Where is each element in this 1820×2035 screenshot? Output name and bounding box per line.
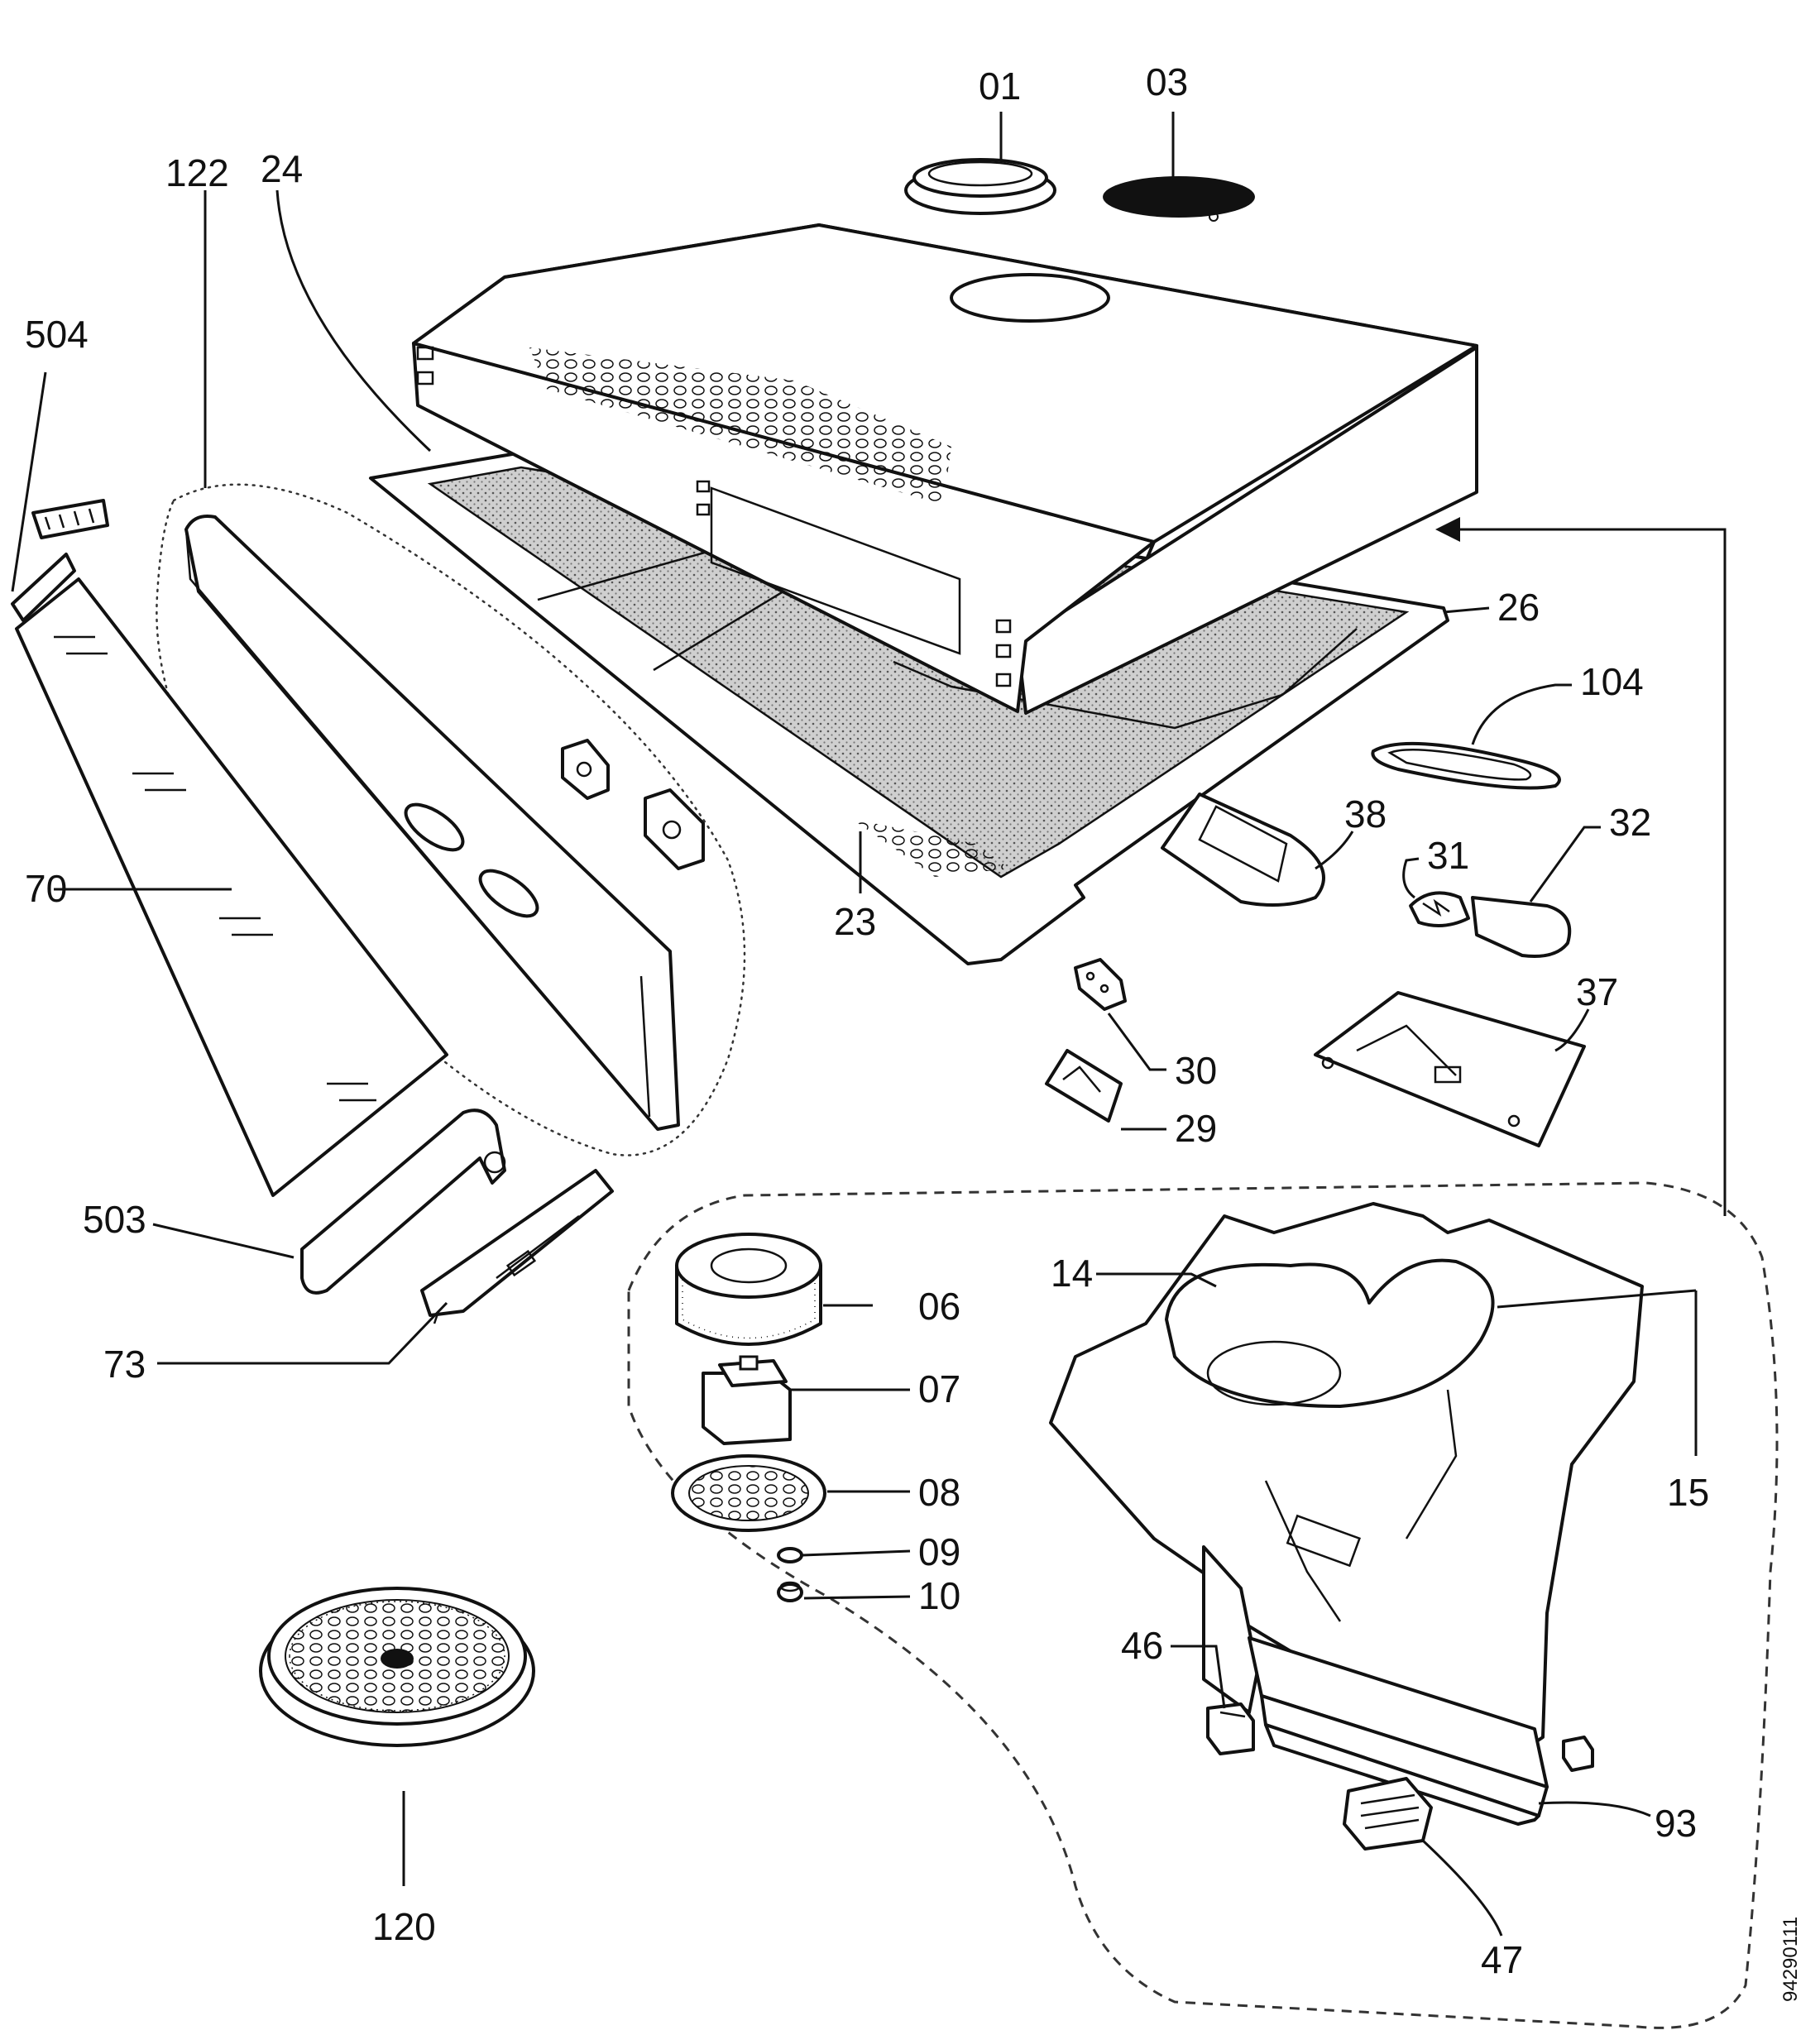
control-board-cover [1314, 991, 1586, 1147]
fan-housing [1049, 1202, 1644, 1747]
fascia-group-outline [156, 483, 746, 1156]
motor-grille [671, 1454, 826, 1532]
hood-body [412, 223, 1478, 715]
switch-clip [1074, 958, 1127, 1011]
glass-visor [15, 577, 448, 1197]
label-46: 46 [1121, 1624, 1163, 1667]
label-504: 504 [25, 313, 89, 356]
label-47: 47 [1481, 1938, 1523, 1981]
label-37: 37 [1576, 970, 1618, 1013]
light-diffuser [1161, 792, 1325, 907]
terminal-block [1343, 1777, 1433, 1851]
part-labels: 01 03 122 24 504 26 104 38 32 31 70 23 3… [25, 60, 1802, 2002]
glass-clip-bracket [11, 499, 109, 622]
label-15: 15 [1667, 1471, 1709, 1514]
label-24: 24 [261, 147, 303, 190]
lamp-socket [1471, 896, 1572, 958]
label-70: 70 [25, 867, 67, 910]
cable-clip [1206, 1702, 1255, 1755]
slide-knob-b [644, 788, 705, 870]
cable-clip-2 [1562, 1736, 1594, 1772]
carbon-filter [259, 1587, 535, 1747]
label-32: 32 [1609, 801, 1651, 844]
leader-lines [11, 112, 1698, 1937]
label-38: 38 [1344, 792, 1387, 836]
visor-side-arm [300, 1108, 506, 1295]
label-06: 06 [918, 1285, 960, 1328]
label-26: 26 [1497, 586, 1540, 629]
label-93: 93 [1655, 1802, 1697, 1845]
label-503: 503 [83, 1198, 146, 1241]
fan-wheel [675, 1233, 822, 1346]
label-29: 29 [1175, 1107, 1217, 1150]
label-31: 31 [1427, 834, 1469, 877]
label-07: 07 [918, 1367, 960, 1410]
label-09: 09 [918, 1530, 960, 1573]
motor-nut [777, 1547, 803, 1563]
label-30: 30 [1175, 1049, 1217, 1092]
fan-motor [702, 1355, 792, 1445]
label-01: 01 [979, 65, 1021, 108]
blanking-cap [1103, 176, 1255, 222]
switch-housing [420, 1169, 614, 1324]
label-03: 03 [1146, 60, 1188, 103]
label-08: 08 [918, 1471, 960, 1514]
label-73: 73 [103, 1343, 146, 1386]
label-10: 10 [918, 1574, 960, 1617]
slide-knob-a [561, 739, 610, 800]
label-23: 23 [834, 900, 876, 943]
label-122: 122 [165, 151, 229, 194]
outlet-collar [904, 158, 1056, 215]
lamp-holder-plate [1371, 741, 1561, 790]
front-fascia-panel [184, 515, 680, 1131]
motor-bush [777, 1581, 803, 1602]
label-14: 14 [1051, 1252, 1093, 1295]
drawing-number: 94290111 [1779, 1917, 1802, 2002]
label-104: 104 [1580, 660, 1644, 703]
light-bulb [1409, 891, 1470, 927]
motor-group-outline [627, 1181, 1779, 2029]
switch-bracket [1045, 1049, 1123, 1123]
housing-front-plate [1248, 1636, 1549, 1826]
assembly-arrow [1435, 517, 1727, 1216]
label-120: 120 [372, 1905, 436, 1948]
